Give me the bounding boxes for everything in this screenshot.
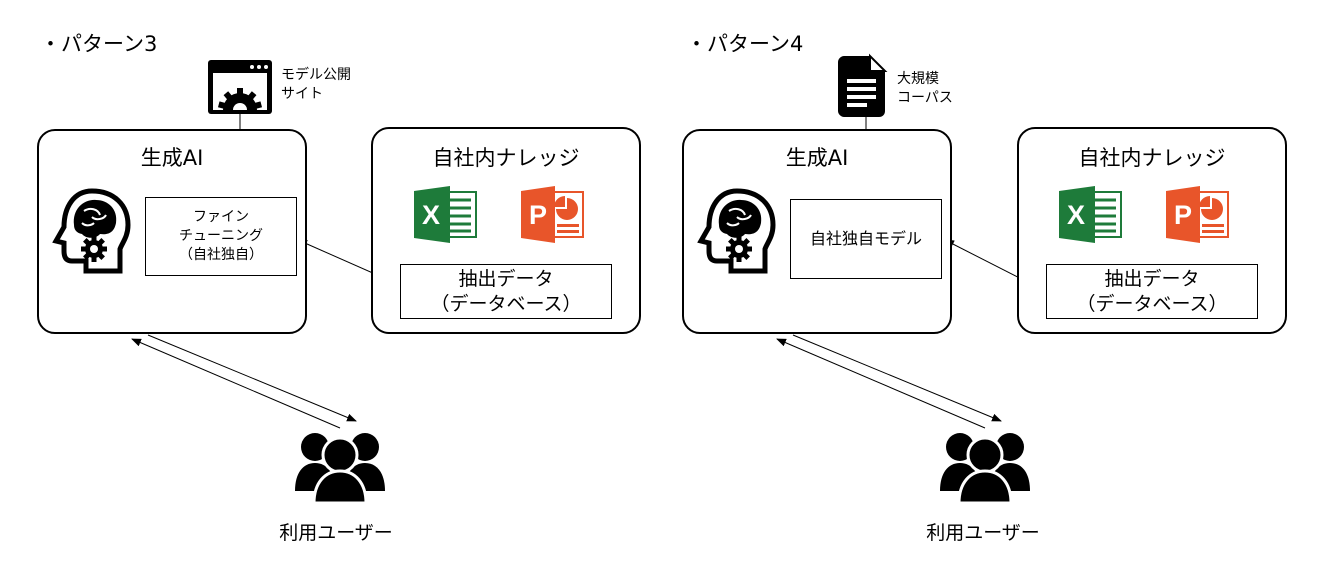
powerpoint-icon: P [521,186,584,243]
own-model-box: 自社独自モデル [790,199,942,279]
extract-4-line2: （データベース） [1076,292,1228,315]
ai-title-4: 生成AI [785,146,849,170]
users-label-3: 利用ユーザー [279,522,393,544]
finetune-line3: （自社独自） [179,247,263,263]
users-icon [295,433,385,505]
excel-icon: X [1059,186,1122,243]
source-label-3-line1: モデル公開 [281,67,351,83]
arrow-users-to-ai-4 [776,338,986,429]
source-label-4: 大規模 コーパス [897,70,953,108]
browser-gear-icon [208,60,272,114]
source-label-4-line1: 大規模 [897,71,939,87]
head-gear-icon [52,188,131,274]
head-gear-icon [697,188,776,274]
extract-box-4: 抽出データ （データベース） [1046,264,1258,319]
finetune-box: ファイン チューニング （自社独自） [145,197,297,276]
powerpoint-icon: P [1166,186,1229,243]
excel-letter: X [1067,200,1085,230]
own-model-label: 自社独自モデル [809,229,922,248]
ai-title-3: 生成AI [140,146,204,170]
source-label-3: モデル公開 サイト [281,66,351,104]
extract-4-line1: 抽出データ [1104,267,1200,290]
users-icon [940,433,1030,505]
ppt-letter: P [1174,200,1192,230]
extract-3-line2: （データベース） [430,292,582,315]
extract-box-3: 抽出データ （データベース） [400,264,612,319]
arrow-ai-to-users-3 [147,334,357,422]
pattern4-heading: ・パターン4 [686,32,804,56]
source-label-3-line2: サイト [281,86,323,102]
arrow-ai-to-users-4 [792,334,1002,422]
finetune-line2: チューニング [179,228,263,244]
arrow-users-to-ai-3 [131,338,341,429]
knowledge-title-3: 自社内ナレッジ [432,146,580,170]
document-icon [838,53,888,117]
knowledge-title-4: 自社内ナレッジ [1078,146,1226,170]
finetune-line1: ファイン [193,209,249,225]
extract-3-line1: 抽出データ [458,267,554,290]
excel-icon: X [414,186,477,243]
source-label-4-line2: コーパス [897,90,953,106]
excel-letter: X [422,200,440,230]
ppt-letter: P [529,200,547,230]
pattern3-heading: ・パターン3 [40,32,158,56]
users-label-4: 利用ユーザー [926,522,1040,544]
